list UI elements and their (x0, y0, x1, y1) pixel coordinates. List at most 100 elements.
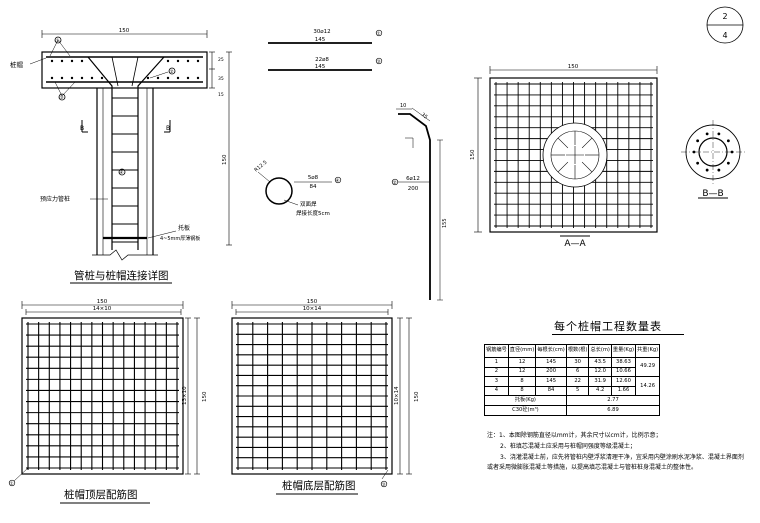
section-mark-right: B (166, 125, 170, 132)
rebar-dot (705, 168, 709, 172)
ring-dia: R12.5 (253, 160, 268, 174)
table-cell: 4 (484, 385, 509, 397)
table-cell: 12.60 (610, 376, 637, 387)
rebar-dot (730, 150, 734, 154)
table-row: 4 8 84 5 4.2 1.66 (484, 385, 660, 397)
table-cell-total: 49.29 (635, 356, 661, 378)
table-footer-value: 6.89 (565, 404, 661, 416)
table-row: 3 8 145 22 31.9 12.60 14.26 (484, 376, 661, 397)
detail-width-dim: 150 (119, 28, 130, 34)
bar1-length: 145 (315, 37, 326, 43)
table-row: 2 12 200 6 12.0 10.66 (484, 366, 660, 378)
bar1-marker: ① (377, 31, 381, 37)
table-cell: 31.9 (588, 376, 612, 387)
side-dim-3: 15 (218, 92, 224, 98)
side-dim-2: 35 (218, 76, 224, 82)
detail-marker-1: ① (56, 38, 60, 44)
detail-title: 管桩与桩帽连接详图 (74, 270, 169, 282)
table-cell: 2 (484, 366, 509, 378)
detail-cap-connection (29, 30, 232, 284)
detail-height-dim: 150 (222, 154, 228, 165)
table-cell: 8 (507, 376, 537, 387)
rebar-line (557, 137, 569, 149)
section-mark-left: B (80, 125, 84, 132)
plate-label: 托板 (178, 224, 190, 232)
note-line: 或者采用微膨胀混凝土等措施，以提高填芯混凝土与管桩桩身混凝土的整体性。 (487, 464, 698, 472)
detail-marker-4: ④ (120, 170, 124, 176)
table-header-cell: 总长(m) (588, 344, 612, 358)
table-cell: 4.2 (588, 385, 612, 397)
bottom-plan-title: 桩帽底层配筋图 (282, 480, 356, 492)
table-footer-row: C30砼(m³) 6.89 (484, 404, 661, 416)
side-dim-1: 25 (218, 57, 224, 63)
ring-note-2: 焊接长度5cm (296, 209, 330, 217)
rebar-dot (692, 150, 696, 154)
table-header-cell: 钢筋编号 (484, 344, 509, 358)
cap-label: 桩帽 (10, 60, 24, 69)
bent-spec: 6⌀12 (406, 176, 420, 182)
table-cell: 145 (535, 376, 567, 387)
notes-block: 注：1、本图除钢筋直径以mm计，其余尺寸以cm计，比例示意； 2、桩填芯混凝土应… (487, 431, 759, 474)
bottom-side-grid-dim: 10×14 (394, 386, 400, 405)
aa-width-dim: 150 (568, 64, 579, 70)
table-cell: 12.0 (588, 366, 612, 378)
plate-spec: 4~5mm厚薄钢板 (160, 235, 200, 242)
table-header-cell: 每根长(cm) (535, 344, 567, 358)
pile-label: 预应力管桩 (40, 195, 70, 203)
bar1-spec: 30⌀12 (313, 29, 330, 35)
bottom-layer-plan (231, 301, 412, 495)
table-row: 1 12 145 30 43.5 38.63 49.29 (484, 356, 661, 378)
bent-dim-1: 10 (400, 103, 406, 109)
rebar-shape-4-ring (257, 171, 342, 206)
top-layer-plan (8, 301, 200, 504)
table-cell: 145 (535, 357, 567, 368)
rebar-shape-1 (268, 29, 383, 44)
rebar-dot (726, 139, 730, 143)
rebar-dot (696, 139, 700, 143)
table-cell: 38.63 (610, 357, 637, 368)
table-cell: 84 (535, 385, 567, 397)
rebar-dot (717, 132, 721, 136)
rebar-dot (726, 161, 730, 165)
table-cell: 200 (535, 366, 567, 378)
rebar-line (581, 161, 593, 173)
rebar-shape-2-bent (391, 107, 443, 301)
top-plan-title: 桩帽顶层配筋图 (64, 489, 138, 501)
ring-note-1: 双面焊 (300, 200, 317, 208)
bent-marker: ② (393, 180, 397, 186)
rebar-line (557, 161, 569, 173)
bottom-width-dim: 150 (307, 299, 318, 305)
detail-marker-2: ② (170, 69, 174, 75)
table-header-cell: 共重(Kg) (635, 344, 661, 358)
rebar-dot (717, 168, 721, 172)
bb-title: B—B (702, 189, 723, 199)
bar3-length: 145 (315, 64, 326, 70)
sheet-number: 2 (722, 12, 727, 21)
ring-spec: 5⌀8 (308, 175, 319, 181)
top-width-dim: 150 (97, 299, 108, 305)
rebar-line (581, 137, 593, 149)
table-header-row: 钢筋编号 直径(mm) 每根长(cm) 根数(根) 总长(m) 重量(Kg) 共… (484, 344, 661, 358)
table-cell: 6 (565, 366, 590, 378)
bottom-grid-dim: 10×14 (303, 306, 322, 312)
table-header-cell: 重量(Kg) (610, 344, 637, 358)
table-cell: 12 (507, 357, 537, 368)
table-cell: 12 (507, 366, 537, 378)
bent-length: 200 (408, 186, 419, 192)
sheet-number-badge (706, 6, 744, 44)
table-cell: 8 (507, 385, 537, 397)
table-header-cell: 根数(根) (565, 344, 590, 358)
table-cell: 10.66 (610, 366, 637, 378)
table-footer-label: C30砼(m³) (484, 404, 567, 416)
table-header-cell: 直径(mm) (507, 344, 537, 358)
table-cell: 5 (565, 385, 590, 397)
bar3-spec: 22⌀8 (315, 57, 329, 63)
quantity-table: 钢筋编号 直径(mm) 每根长(cm) 根数(根) 总长(m) 重量(Kg) 共… (484, 344, 661, 416)
note-line: 注：1、本图除钢筋直径以mm计，其余尺寸以cm计，比例示意； (487, 432, 662, 439)
table-cell: 43.5 (588, 357, 612, 368)
aa-height-dim: 150 (470, 149, 476, 160)
table-cell: 30 (565, 357, 590, 368)
quantity-table-title: 每个桩帽工程数量表 (554, 320, 662, 333)
table-footer-label: 托板(Kg) (484, 395, 567, 406)
